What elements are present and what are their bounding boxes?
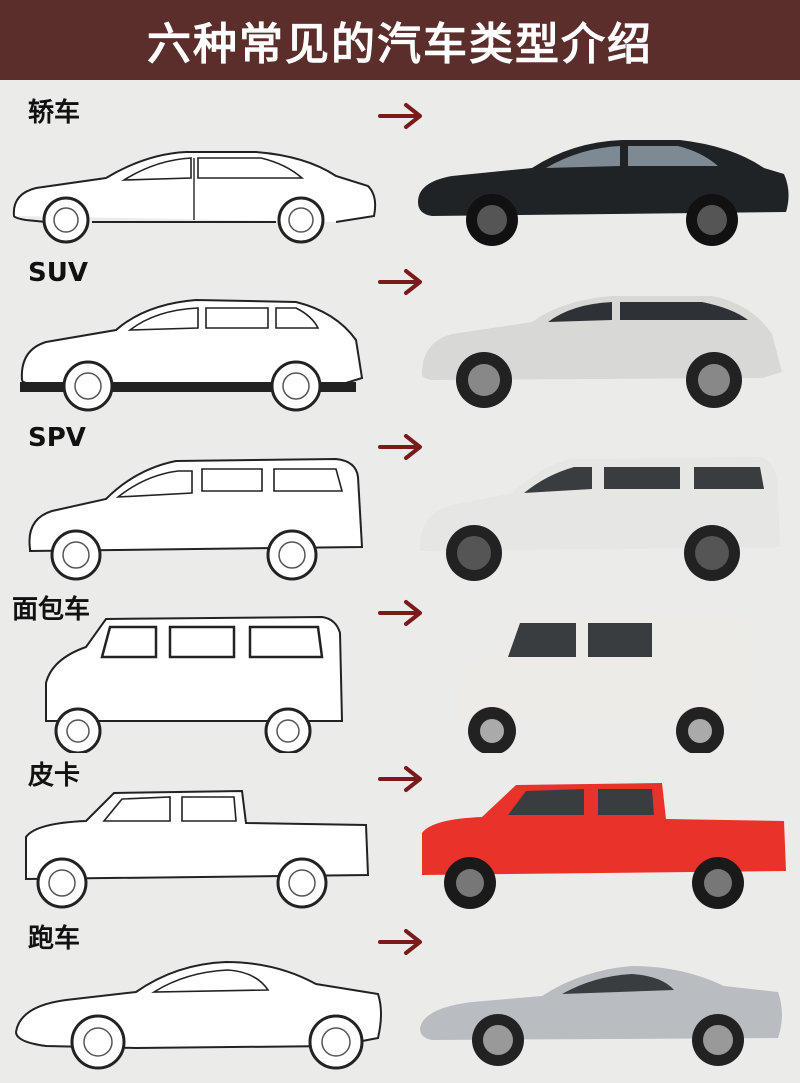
car-type-label-van: 面包车 <box>12 595 91 625</box>
car-type-label-pickup: 皮卡 <box>28 761 81 791</box>
car-type-row-pickup: 皮卡 <box>0 755 800 920</box>
pickup-photo <box>422 783 786 909</box>
sedan-sketch <box>12 151 377 244</box>
sedan-photo <box>418 140 789 246</box>
car-type-label-spv: SPV <box>28 423 86 453</box>
car-type-label-suv: SUV <box>28 258 88 288</box>
arrow-right-icon <box>378 766 422 792</box>
car-type-row-sports-car: 跑车 <box>0 918 800 1083</box>
arrow-right-icon <box>378 103 422 129</box>
arrow-right-icon <box>378 269 422 295</box>
arrow-right-icon <box>378 434 422 460</box>
sports-car-sketch <box>14 960 382 1070</box>
suv-photo <box>422 296 782 408</box>
van-sketch <box>45 615 344 753</box>
mpv-photo <box>420 457 780 581</box>
car-type-row-suv: SUV <box>0 258 800 423</box>
mpv-sketch <box>28 457 364 581</box>
header-banner: 六种常见的汽车类型介绍 <box>0 0 800 80</box>
pickup-sketch <box>25 789 370 909</box>
car-type-row-van: 面包车 <box>0 589 800 754</box>
van-photo <box>454 613 752 753</box>
arrow-right-icon <box>378 600 422 626</box>
sports-car-photo <box>420 966 782 1066</box>
car-type-row-spv: SPV <box>0 423 800 588</box>
suv-sketch <box>20 298 364 412</box>
page-title: 六种常见的汽车类型介绍 <box>147 19 653 70</box>
car-type-label-sports-car: 跑车 <box>28 924 81 954</box>
arrow-right-icon <box>378 929 422 955</box>
car-type-label-sedan: 轿车 <box>28 98 81 128</box>
car-type-row-sedan: 轿车 <box>0 92 800 257</box>
